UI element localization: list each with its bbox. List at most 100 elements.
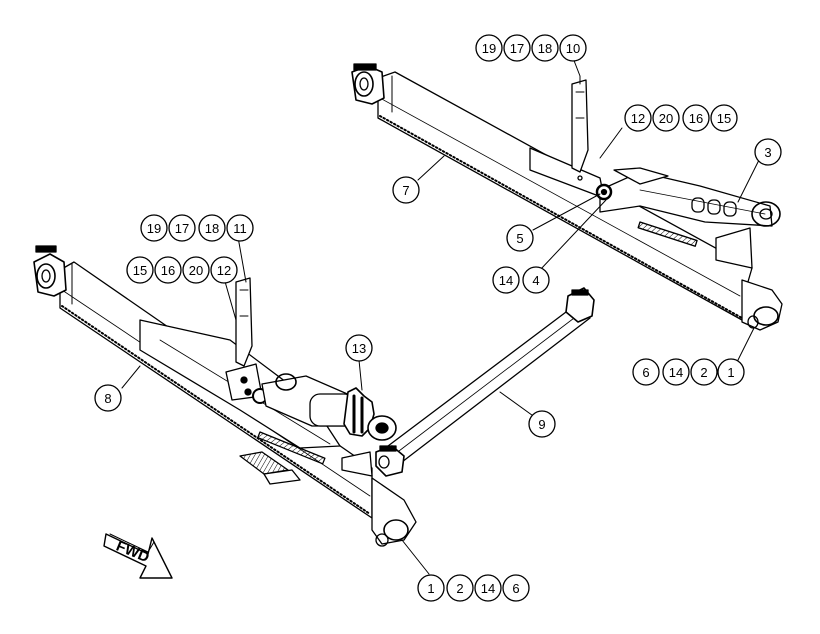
callout-10: 10 (559, 34, 587, 62)
leader-lines (121, 57, 761, 575)
callout-14: 14 (492, 266, 520, 294)
callout-circle (210, 256, 238, 284)
lower-latch-handle (235, 277, 253, 367)
callout-label: 8 (104, 391, 111, 406)
callout-circle (528, 410, 556, 438)
callout-12: 12 (210, 256, 238, 284)
callout-label: 15 (717, 111, 731, 126)
actuator-assembly (261, 373, 397, 441)
callout-label: 17 (175, 221, 189, 236)
callout-1: 1 (717, 358, 745, 386)
callout-12: 12 (624, 104, 652, 132)
callout-label: 2 (456, 581, 463, 596)
callout-19: 19 (475, 34, 503, 62)
callout-label: 20 (189, 263, 203, 278)
callout-label: 17 (510, 41, 524, 56)
upper-rail-assembly (351, 63, 783, 331)
callout-16: 16 (682, 104, 710, 132)
callout-circle (475, 34, 503, 62)
callout-11: 11 (226, 214, 254, 242)
callout-7: 7 (392, 176, 420, 204)
callout-label: 11 (233, 221, 247, 236)
upper-latch-handle (571, 79, 589, 173)
callout-3: 3 (754, 138, 782, 166)
callout-circle (682, 104, 710, 132)
callout-circle (502, 574, 530, 602)
callout-2: 2 (446, 574, 474, 602)
callout-circle (503, 34, 531, 62)
callout-20: 20 (182, 256, 210, 284)
callout-circle (198, 214, 226, 242)
callout-15: 15 (710, 104, 738, 132)
callout-circle (690, 358, 718, 386)
callout-circle (652, 104, 680, 132)
callout-circle (446, 574, 474, 602)
callout-label: 19 (147, 221, 161, 236)
callout-label: 2 (700, 365, 707, 380)
callout-20: 20 (652, 104, 680, 132)
callout-6: 6 (632, 358, 660, 386)
callout-circle (710, 104, 738, 132)
callout-label: 16 (161, 263, 175, 278)
callout-circle (632, 358, 660, 386)
upper-rail-rear-bracket (741, 279, 783, 331)
callout-label: 7 (402, 183, 409, 198)
callout-label: 18 (538, 41, 552, 56)
callout-label: 6 (642, 365, 649, 380)
callout-16: 16 (154, 256, 182, 284)
callout-19: 19 (140, 214, 168, 242)
callout-14: 14 (474, 574, 502, 602)
callout-circle (94, 384, 122, 412)
callout-label: 12 (631, 111, 645, 126)
callout-circle (492, 266, 520, 294)
fwd-direction-arrow (103, 533, 173, 579)
callout-17: 17 (503, 34, 531, 62)
callout-1: 1 (417, 574, 445, 602)
callout-label: 1 (727, 365, 734, 380)
callout-circle (474, 574, 502, 602)
callout-label: 12 (217, 263, 231, 278)
callout-circle (506, 224, 534, 252)
callout-circle (717, 358, 745, 386)
callout-label: 1 (427, 581, 434, 596)
callout-label: 14 (499, 273, 513, 288)
callout-label: 16 (689, 111, 703, 126)
callout-circle (168, 214, 196, 242)
callout-circle (531, 34, 559, 62)
callout-4: 4 (522, 266, 550, 294)
callout-18: 18 (531, 34, 559, 62)
callout-label: 18 (205, 221, 219, 236)
callout-label: 5 (516, 231, 523, 246)
callout-circle (154, 256, 182, 284)
callout-6: 6 (502, 574, 530, 602)
callout-label: 19 (482, 41, 496, 56)
callout-circle (624, 104, 652, 132)
callout-5: 5 (506, 224, 534, 252)
callout-circle (182, 256, 210, 284)
callout-circle (522, 266, 550, 294)
callout-circle (226, 214, 254, 242)
callout-14: 14 (662, 358, 690, 386)
callout-label: 14 (481, 581, 495, 596)
callout-circle (392, 176, 420, 204)
lower-rail-rear-bracket (371, 477, 417, 545)
callout-label: 15 (133, 263, 147, 278)
callout-circle (417, 574, 445, 602)
callout-circle (140, 214, 168, 242)
callout-circle (559, 34, 587, 62)
callout-label: 10 (566, 41, 580, 56)
callout-label: 13 (352, 341, 366, 356)
callout-label: 20 (659, 111, 673, 126)
callout-circle (345, 334, 373, 362)
callout-8: 8 (94, 384, 122, 412)
callout-2: 2 (690, 358, 718, 386)
callout-label: 14 (669, 365, 683, 380)
cross-tube (375, 287, 595, 477)
callout-label: 9 (538, 417, 545, 432)
callout-circle (126, 256, 154, 284)
callout-circle (754, 138, 782, 166)
callout-label: 4 (532, 273, 539, 288)
